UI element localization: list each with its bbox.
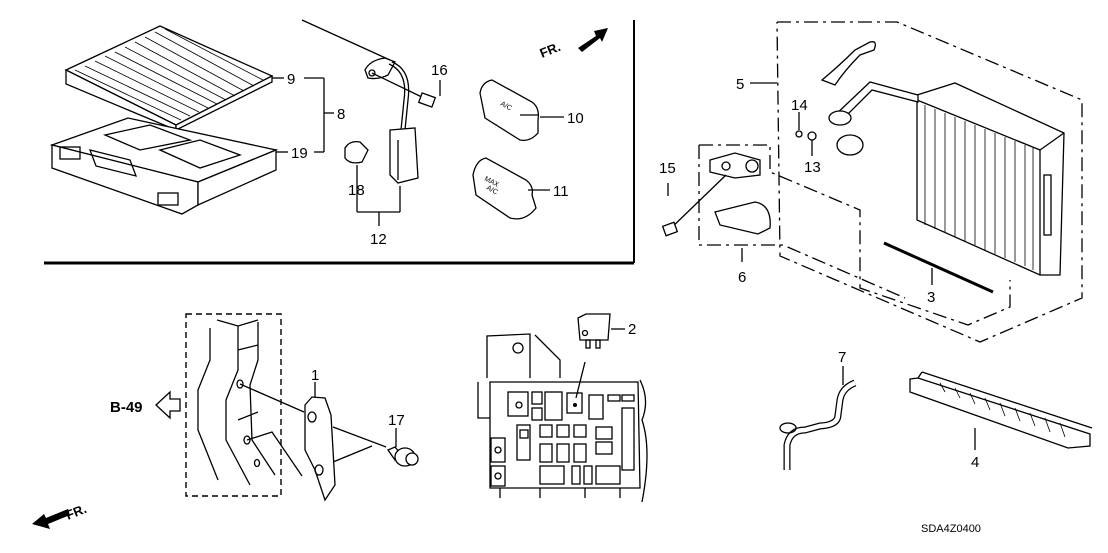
expansion-valve-drawing (661, 152, 771, 262)
callout-bracket-12 (356, 80, 441, 226)
part-label-13: 13 (804, 159, 821, 176)
part-label-2: 2 (628, 321, 636, 338)
thermistor-drawing (301, 19, 437, 184)
upper-group-frame (44, 20, 635, 265)
sensor-strip-drawing (883, 241, 994, 294)
bolt-flange-drawing (387, 428, 419, 467)
air-filter-drawing (64, 25, 274, 132)
max-ac-button-text: A/C (485, 185, 499, 197)
front-label-lower: FR. (64, 501, 89, 523)
part-label-16: 16 (431, 62, 448, 79)
fuse-box-drawing (477, 333, 648, 503)
part-label-9: 9 (287, 71, 295, 88)
pillar-drawing (185, 313, 282, 497)
part-label-1: 1 (311, 367, 319, 384)
part-label-10: 10 (567, 110, 584, 127)
bracket-drawing (239, 382, 387, 502)
part-label-17: 17 (388, 412, 405, 429)
part-label-4: 4 (971, 454, 979, 471)
part-label-7: 7 (838, 349, 846, 366)
part-label-14: 14 (791, 97, 808, 114)
part-label-12: 12 (370, 231, 387, 248)
part-label-15: 15 (659, 160, 676, 177)
front-label-upper: FR. (538, 39, 563, 61)
ac-button-drawing (479, 79, 564, 141)
drain-cover-drawing (909, 371, 1093, 450)
diagram-code: SDA4Z0400 (921, 523, 981, 535)
front-arrow-upper (578, 28, 608, 52)
part-label-19: 19 (291, 145, 308, 162)
reference-label[interactable]: B-49 (110, 399, 143, 416)
part-label-11: 11 (553, 183, 569, 200)
filter-case-drawing (49, 117, 279, 215)
callout-brackets-8 (272, 77, 334, 153)
relay-drawing (575, 313, 625, 399)
drain-hose-drawing (779, 366, 857, 470)
part-label-18: 18 (348, 182, 365, 199)
max-ac-button-drawing (472, 157, 550, 220)
part-label-8: 8 (337, 106, 345, 123)
part-label-6: 6 (738, 269, 746, 286)
part-label-5: 5 (736, 76, 744, 93)
reference-arrow (155, 390, 181, 420)
front-arrow-lower (32, 509, 70, 529)
evaporator-group-frame (698, 21, 1083, 343)
callout-lines-evaporator (750, 82, 813, 156)
evaporator-drawing (795, 41, 1065, 276)
ac-button-text: A/C (499, 101, 513, 113)
part-label-3: 3 (927, 289, 935, 306)
